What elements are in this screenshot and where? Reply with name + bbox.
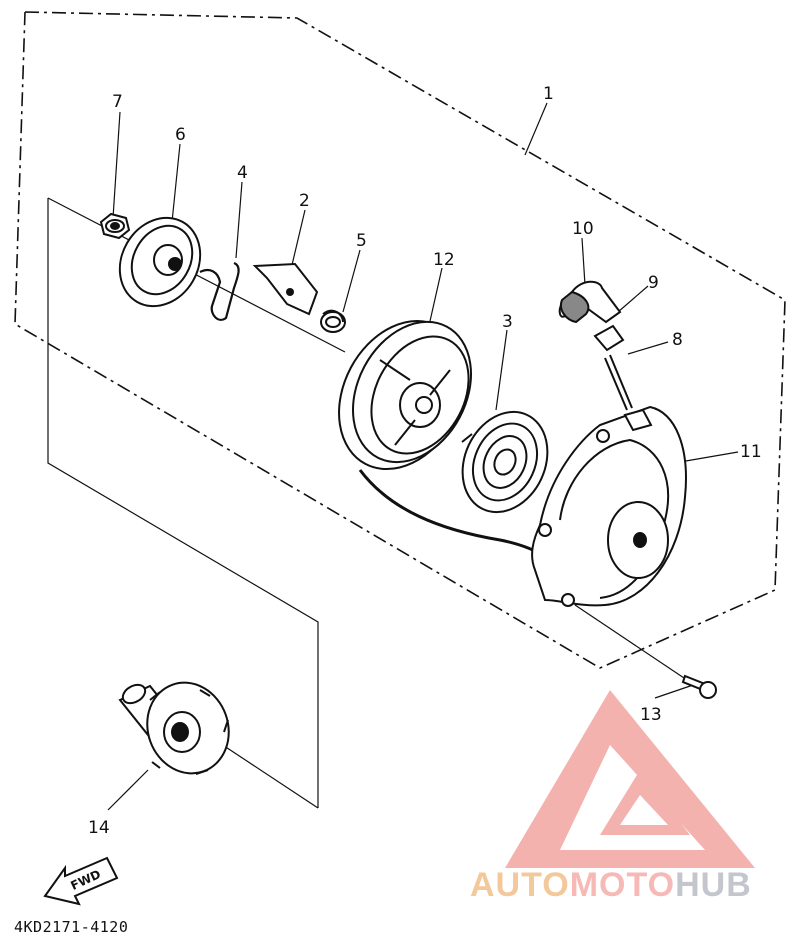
fwd-arrow [43,856,119,906]
part-5-spring [320,309,346,333]
watermark-hub: HUB [675,866,752,904]
callout-4: 4 [237,163,248,183]
callout-9: 9 [648,273,659,293]
callout-12: 12 [433,250,455,270]
assembly-boundary [14,11,786,669]
callout-1: 1 [543,84,554,104]
part-3-spring [461,410,549,514]
part-4-spring [199,261,240,321]
part-13-bolt [681,674,717,699]
watermark-auto: AUTO [470,866,570,904]
callout-7: 7 [112,92,123,112]
callout-13: 13 [640,705,662,725]
starter-handle [558,280,633,411]
diagram-code: 4KD2171-4120 [14,918,129,936]
callout-14: 14 [88,818,110,838]
callout-11: 11 [740,442,762,462]
part-7-nut [99,212,131,240]
part-11-housing [531,405,687,607]
shaft-boundary-left [47,198,319,808]
callout-10: 10 [572,219,594,239]
part-14-shaft [118,681,230,775]
callout-2: 2 [299,191,310,211]
part-6-plate [118,216,202,308]
watermark-moto: MOTO [569,866,676,904]
callout-6: 6 [175,125,186,145]
part-12-reel [338,319,472,471]
callout-8: 8 [672,330,683,350]
callout-3: 3 [502,312,513,332]
part-2-pawl [252,262,319,316]
watermark-logo [505,690,755,868]
watermark-text: AUTOMOTOHUB [470,866,752,905]
callout-5: 5 [356,231,367,251]
